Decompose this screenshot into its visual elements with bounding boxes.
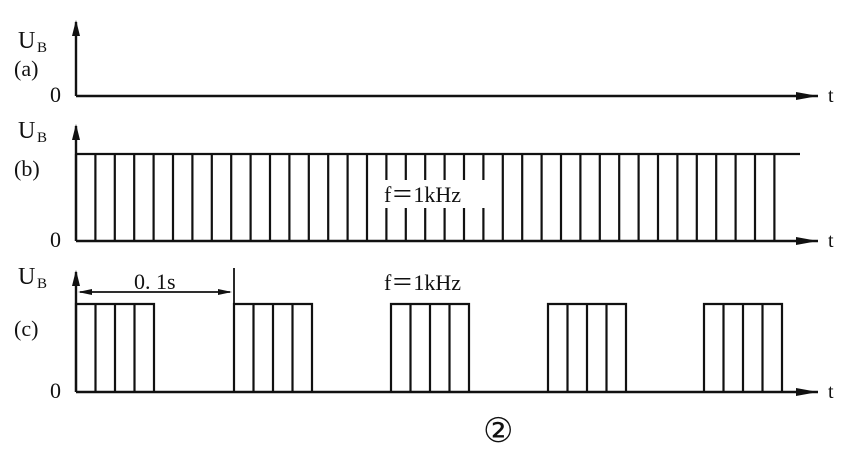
panel-b-label: (b) bbox=[14, 156, 40, 181]
panel-b-x-label: t bbox=[828, 230, 834, 252]
panel-c-y-arrow-icon bbox=[72, 270, 80, 286]
panel-b-y-subscript: B bbox=[37, 130, 47, 146]
panel-c-period-left-arrow-icon bbox=[78, 289, 92, 295]
panel-a-y-arrow-icon bbox=[72, 20, 80, 36]
panel-b-y-symbol: U bbox=[18, 118, 35, 144]
panel-a-y-subscript: B bbox=[37, 40, 47, 56]
panel-a-label: (a) bbox=[14, 56, 38, 81]
panel-c-x-label: t bbox=[828, 381, 834, 403]
panel-b-annotation-bg bbox=[382, 180, 488, 208]
panel-c-label: (c) bbox=[14, 316, 38, 341]
panel-b-y-arrow-icon bbox=[72, 124, 80, 140]
panel-c-frequency-annotation: f＝1kHz bbox=[384, 270, 461, 295]
panel-b: U B (b) 0 t f＝1kHz bbox=[14, 118, 834, 252]
panel-a-x-label: t bbox=[828, 85, 834, 107]
panel-c-period-label: 0. 1s bbox=[134, 269, 176, 294]
panel-b-x-arrow-icon bbox=[796, 237, 818, 245]
panel-b-zero-label: 0 bbox=[50, 227, 61, 252]
panel-c-period-right-arrow-icon bbox=[218, 289, 232, 295]
panel-a-zero-label: 0 bbox=[50, 82, 61, 107]
panel-c: U B (c) 0 t 0. 1s f＝1kHz bbox=[14, 264, 834, 403]
panel-c-pulse-bursts bbox=[74, 302, 784, 392]
panel-c-zero-label: 0 bbox=[50, 378, 61, 403]
panel-b-frequency-annotation: f＝1kHz bbox=[384, 182, 461, 207]
panel-c-y-subscript: B bbox=[37, 276, 47, 292]
panel-a-x-arrow-icon bbox=[796, 92, 818, 100]
panel-c-y-symbol: U bbox=[18, 264, 35, 290]
panel-a: U B (a) 0 t bbox=[14, 20, 834, 107]
panel-a-y-symbol: U bbox=[18, 28, 35, 54]
panel-c-x-arrow-icon bbox=[796, 388, 818, 396]
figure-number: ② bbox=[483, 413, 513, 450]
